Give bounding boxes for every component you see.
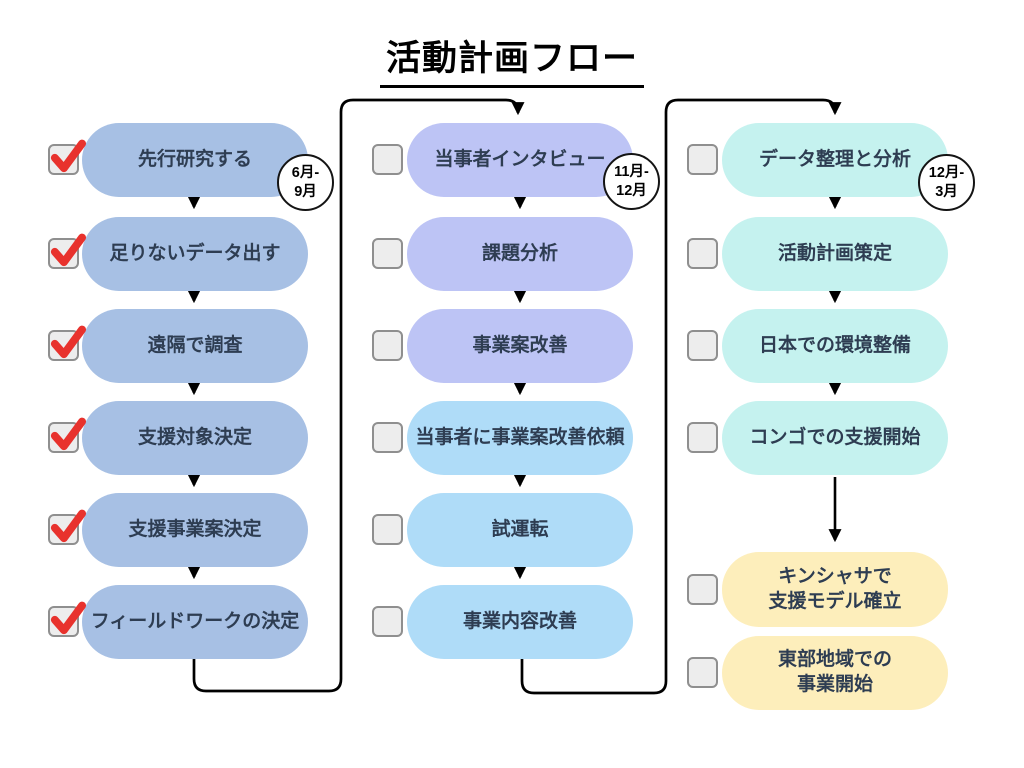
- check-icon: [50, 139, 86, 173]
- check-icon: [50, 509, 86, 543]
- badge-line: 11月-: [614, 164, 649, 181]
- node-label: 遠隔で調査: [147, 334, 243, 356]
- checkbox-issue-analysis[interactable]: [372, 238, 403, 269]
- badge-phase2-period: 11月- 12月: [603, 153, 660, 210]
- node-label: 事業内容改善: [462, 610, 577, 632]
- flow-node-improvement-request: 当事者に事業案改善依頼: [407, 401, 633, 475]
- checkbox-data-analysis[interactable]: [687, 144, 718, 175]
- node-label: 課題分析: [481, 242, 558, 264]
- flow-node-plan-improvement: 事業案改善: [407, 309, 633, 383]
- page-title: 活動計画フロー: [379, 30, 644, 88]
- flow-node-trial-run: 試運転: [407, 493, 633, 567]
- checkbox-support-target[interactable]: [48, 417, 86, 453]
- check-icon: [50, 233, 86, 267]
- checkbox-improvement-request[interactable]: [372, 422, 403, 453]
- check-icon: [50, 325, 86, 359]
- node-label: 試運転: [491, 518, 549, 540]
- node-label: 日本での環境整備: [758, 334, 911, 356]
- flow-node-fieldwork: フィールドワークの決定: [82, 585, 308, 659]
- node-label: コンゴでの支援開始: [749, 426, 921, 448]
- node-label: キンシャサで 支援モデル確立: [768, 565, 902, 612]
- flow-node-eastern-region: 東部地域での 事業開始: [722, 636, 948, 710]
- badge-phase3-period: 12月- 3月: [918, 154, 975, 211]
- node-label: 事業案改善: [472, 334, 568, 356]
- checkbox-prior-research[interactable]: [48, 139, 86, 175]
- flow-node-interview: 当事者インタビュー: [407, 123, 633, 197]
- checkbox-japan-setup[interactable]: [687, 330, 718, 361]
- checkbox-support-plan[interactable]: [48, 509, 86, 545]
- node-label: 足りないデータ出す: [109, 242, 281, 264]
- flow-node-missing-data: 足りないデータ出す: [82, 217, 308, 291]
- badge-phase1-period: 6月- 9月: [277, 154, 334, 211]
- node-label: 先行研究する: [137, 148, 252, 170]
- node-label: 支援事業案決定: [128, 518, 262, 540]
- flow-node-support-plan: 支援事業案決定: [82, 493, 308, 567]
- checkbox-kinshasa-model[interactable]: [687, 574, 718, 605]
- checkbox-action-plan[interactable]: [687, 238, 718, 269]
- checkbox-trial-run[interactable]: [372, 514, 403, 545]
- title-row: 活動計画フロー: [0, 30, 1024, 88]
- checkbox-content-improvement[interactable]: [372, 606, 403, 637]
- badge-line: 6月-: [291, 165, 320, 182]
- badge-line: 9月: [294, 183, 317, 200]
- flow-node-action-plan: 活動計画策定: [722, 217, 948, 291]
- flow-node-remote-survey: 遠隔で調査: [82, 309, 308, 383]
- checkbox-fieldwork[interactable]: [48, 601, 86, 637]
- badge-line: 3月: [935, 183, 958, 200]
- flow-node-data-analysis: データ整理と分析: [722, 123, 948, 197]
- connector-col2-to-col3: [520, 98, 842, 695]
- node-label: 活動計画策定: [777, 242, 892, 264]
- node-label: 東部地域での 事業開始: [777, 649, 892, 695]
- node-label: データ整理と分析: [758, 148, 911, 170]
- checkbox-remote-survey[interactable]: [48, 325, 86, 361]
- checkbox-eastern-region[interactable]: [687, 657, 718, 688]
- flow-node-support-target: 支援対象決定: [82, 401, 308, 475]
- checkbox-congo-support-start[interactable]: [687, 422, 718, 453]
- badge-line: 12月-: [928, 165, 965, 182]
- connector-col1-to-col2: [192, 98, 525, 693]
- node-label: 支援対象決定: [137, 426, 252, 448]
- flow-node-prior-research: 先行研究する: [82, 123, 308, 197]
- badge-line: 12月: [616, 182, 647, 199]
- node-label: 当事者インタビュー: [434, 148, 606, 170]
- flow-node-kinshasa-model: キンシャサで 支援モデル確立: [722, 552, 948, 627]
- flow-node-congo-support-start: コンゴでの支援開始: [722, 401, 948, 475]
- flow-node-content-improvement: 事業内容改善: [407, 585, 633, 659]
- flow-node-japan-setup: 日本での環境整備: [722, 309, 948, 383]
- check-icon: [50, 601, 86, 635]
- check-icon: [50, 417, 86, 451]
- checkbox-plan-improvement[interactable]: [372, 330, 403, 361]
- checkbox-missing-data[interactable]: [48, 233, 86, 269]
- node-label: 当事者に事業案改善依頼: [415, 426, 625, 448]
- checkbox-interview[interactable]: [372, 144, 403, 175]
- flow-node-issue-analysis: 課題分析: [407, 217, 633, 291]
- node-label: フィールドワークの決定: [90, 610, 300, 632]
